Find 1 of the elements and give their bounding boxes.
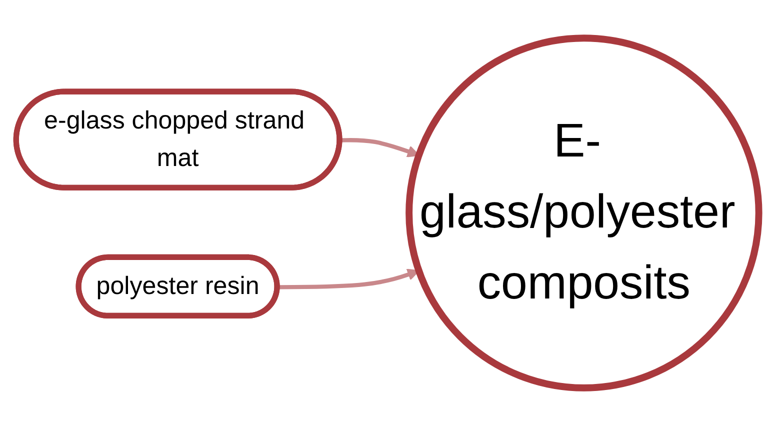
node-circle: E- glass/polyester composits xyxy=(406,35,762,392)
